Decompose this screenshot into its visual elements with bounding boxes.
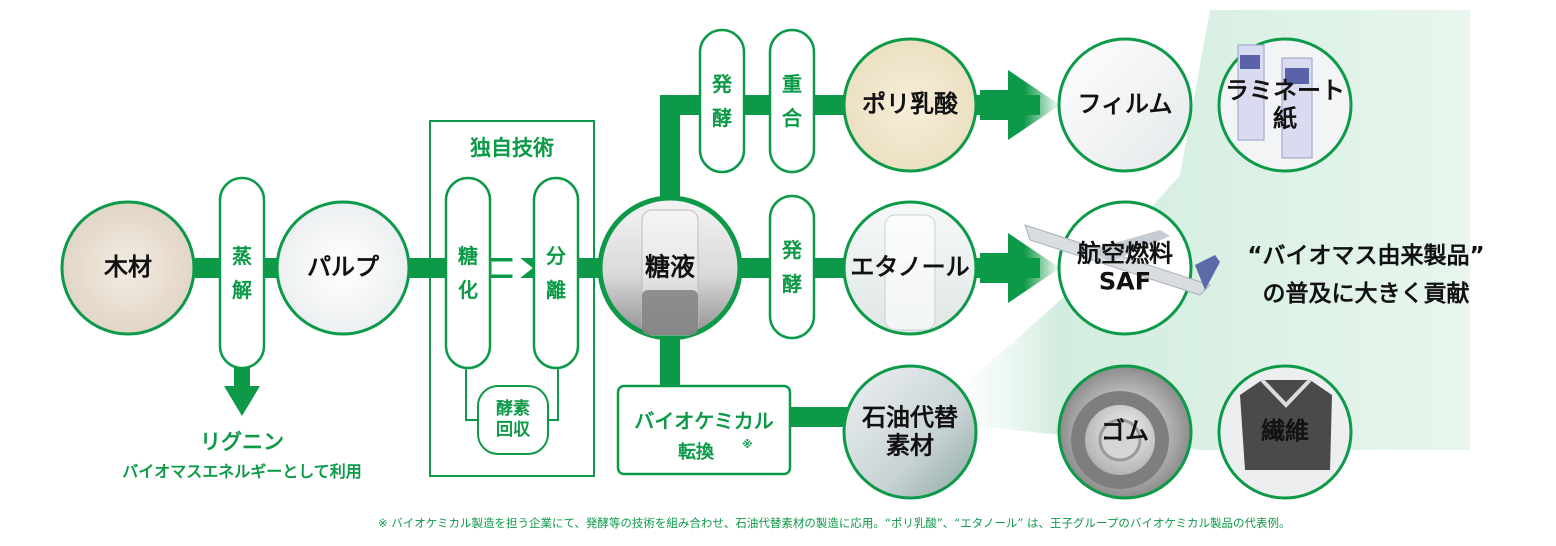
ferment-top-char-1: 発 (712, 72, 732, 96)
shirt-icon (1240, 378, 1332, 470)
saf-label-line2: SAF (1098, 267, 1152, 295)
unique-tech-box (429, 120, 595, 477)
saccharify-to-separate-arrow (491, 251, 533, 285)
pla-circle (842, 37, 978, 173)
laminate-label-line1: ラミネート (1225, 76, 1345, 105)
pla-label: ポリ乳酸 (862, 90, 958, 119)
saccharify-pill-label: 糖 化 (458, 239, 478, 307)
sugar-liquid-label: 糖液 (644, 252, 696, 282)
pulp-circle (275, 200, 411, 336)
steam-pill-label: 蒸 解 (232, 239, 252, 307)
lignin-sublabel: バイオマスエネルギーとして利用 (122, 462, 362, 481)
unique-tech-heading: 独自技術 (470, 136, 554, 160)
ethanol-label: エタノール (850, 253, 970, 282)
enzyme-line1: 酵素 (496, 398, 530, 419)
saccharify-pill (444, 176, 492, 370)
ferment-top-pill-label: 発 酵 (712, 67, 732, 135)
saf-label: 航空燃料 SAF (1077, 240, 1173, 295)
lignin-arrow-head (224, 386, 260, 416)
steam-char-1: 蒸 (232, 244, 252, 268)
bottom-flow-line (790, 407, 860, 427)
ferment-top-char-2: 酵 (712, 106, 732, 130)
steam-pill (218, 176, 266, 370)
ferment-mid-pill (768, 194, 816, 340)
arrow-to-film (980, 70, 1060, 140)
wood-circle (60, 200, 196, 336)
airplane-icon (1024, 224, 1220, 296)
footnote: ※ バイオケミカル製造を担う企業にて、発酵等の技術を組み合わせ、石油代替素材の製… (378, 516, 1291, 530)
polymer-char-1: 重 (782, 72, 802, 96)
ferment-mid-char-2: 酵 (782, 272, 802, 296)
polymer-char-2: 合 (782, 106, 802, 130)
lignin-label: リグニン (200, 430, 284, 454)
ethanol-bottle-icon (884, 214, 936, 331)
saccharify-char-1: 糖 (458, 244, 478, 268)
petro-alt-label-line1: 石油代替 (862, 403, 958, 432)
wood-label: 木材 (104, 253, 152, 282)
ferment-top-pill (698, 28, 746, 174)
laminate-label-line2: 紙 (1273, 104, 1297, 132)
tire-icon (1071, 391, 1169, 489)
tagline-line2: の普及に大きく貢献 (1262, 281, 1470, 307)
tagline-line1: “バイオマス由来製品” (1247, 243, 1485, 269)
ferment-mid-char-1: 発 (782, 238, 802, 262)
enzyme-line2: 回収 (496, 420, 530, 440)
ferment-mid-pill-label: 発 酵 (782, 233, 802, 301)
biochem-box (616, 384, 792, 476)
biochem-label-line1: バイオケミカル (634, 409, 774, 433)
film-circle (1057, 37, 1193, 173)
biochem-label-line2: 転換 (678, 442, 714, 463)
separate-pill (532, 176, 580, 370)
enzyme-pill-label: 酵素 回収 (496, 399, 530, 442)
carton-icon (1237, 44, 1313, 159)
saccharify-char-2: 化 (458, 278, 478, 302)
enzyme-pill (477, 385, 549, 455)
fiber-label: 繊維 (1261, 417, 1309, 446)
enzyme-loop (465, 360, 559, 421)
petro-alt-label: 石油代替 素材 (862, 404, 958, 459)
sugar-liquid-circle (597, 195, 743, 341)
laminate-label: ラミネート 紙 (1225, 77, 1345, 132)
separate-pill-label: 分 離 (546, 239, 566, 307)
film-label: フィルム (1077, 90, 1173, 119)
background-gradient-band (920, 10, 1470, 450)
pulp-label: パルプ (307, 253, 379, 282)
separate-char-2: 離 (546, 278, 566, 302)
petro-alt-label-line2: 素材 (886, 431, 934, 459)
separate-char-1: 分 (546, 244, 566, 268)
steam-char-2: 解 (232, 278, 252, 302)
saf-label-line1: 航空燃料 (1077, 239, 1173, 268)
petro-alt-circle (842, 364, 978, 500)
polymer-pill (768, 28, 816, 174)
sugar-bottle-icon (641, 209, 699, 336)
rubber-label: ゴム (1101, 417, 1149, 446)
arrow-to-saf (980, 233, 1060, 303)
biochem-note-mark: ※ (742, 438, 753, 451)
polymer-pill-label: 重 合 (782, 67, 802, 135)
